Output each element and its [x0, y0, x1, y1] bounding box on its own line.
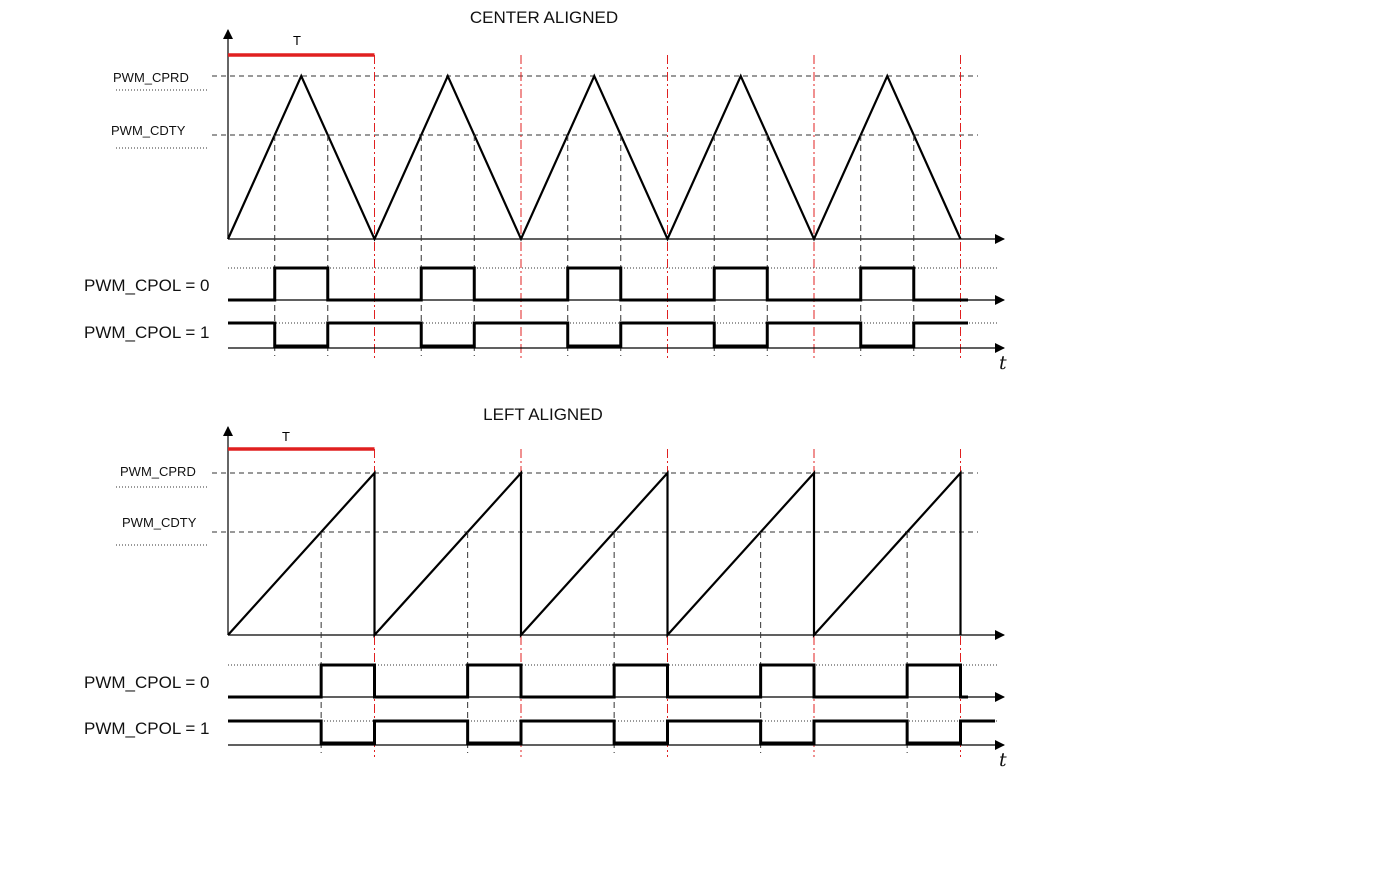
center-cpol1-label: PWM_CPOL = 1 [84, 323, 210, 342]
center-aligned-title: CENTER ALIGNED [470, 8, 618, 27]
center-aligned-waveforms [116, 29, 1005, 360]
cpol1-signal [228, 321, 968, 348]
center-aligned-panel: CENTER ALIGNED T PWM_CPRD PWM_CDTY PWM_C… [84, 8, 1007, 374]
left-period-label: T [282, 429, 290, 444]
counter-waveform [226, 73, 962, 242]
left-cprd-label: PWM_CPRD [120, 464, 196, 479]
center-cprd-label: PWM_CPRD [113, 70, 189, 85]
left-aligned-panel: LEFT ALIGNED T PWM_CPRD PWM_CDTY PWM_CPO… [84, 405, 1007, 771]
counter-waveform [227, 470, 962, 638]
left-cpol1-label: PWM_CPOL = 1 [84, 719, 210, 738]
center-period-label: T [293, 33, 301, 48]
center-time-axis-label: t [999, 352, 1007, 374]
cpol0-signal [228, 266, 968, 302]
left-aligned-waveforms [116, 426, 1005, 757]
left-cpol0-label: PWM_CPOL = 0 [84, 673, 210, 692]
left-time-axis-label: t [999, 749, 1007, 771]
left-cdty-label: PWM_CDTY [122, 515, 197, 530]
center-cpol0-label: PWM_CPOL = 0 [84, 276, 210, 295]
center-cdty-label: PWM_CDTY [111, 123, 186, 138]
cpol0-signal [228, 663, 968, 699]
cpol1-signal [228, 719, 995, 745]
left-aligned-title: LEFT ALIGNED [483, 405, 603, 424]
